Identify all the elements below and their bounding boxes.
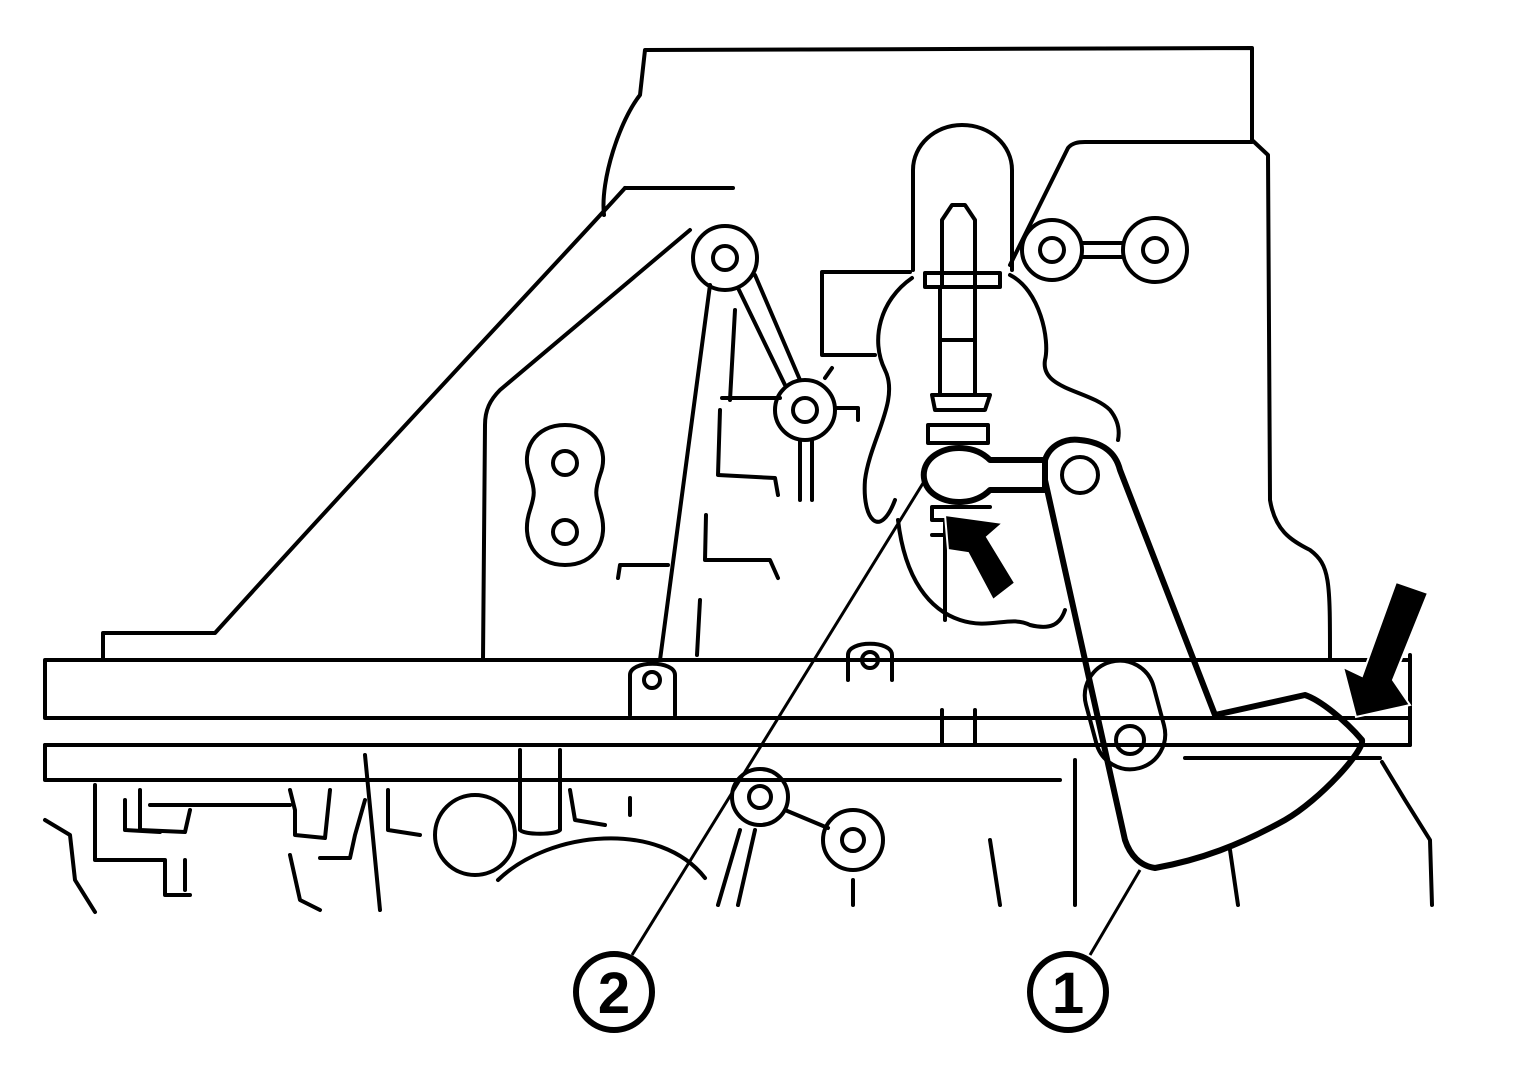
lever [1042,436,1365,871]
housing-outline [101,46,1332,662]
lower-assembly [43,748,1434,914]
callout-2: 2 [573,951,655,1033]
figure8-bracket [524,423,606,567]
bulb-housing [820,270,1121,629]
shaft-rod [923,271,1002,747]
rail-lugs [628,641,894,717]
pivot-link-upper [1020,216,1189,284]
callout-2-label: 2 [598,961,630,1026]
press-arrow [1341,580,1430,719]
callout-1: 1 [1027,951,1109,1033]
leader-line-2 [630,479,927,956]
dome-cap [911,123,1014,287]
push-arrow [943,513,1017,602]
callout-1-label: 1 [1052,961,1084,1026]
left-linkage [616,224,860,662]
leader-line-1 [1088,869,1142,956]
leader-lines [630,479,1142,956]
rail [43,653,1412,782]
